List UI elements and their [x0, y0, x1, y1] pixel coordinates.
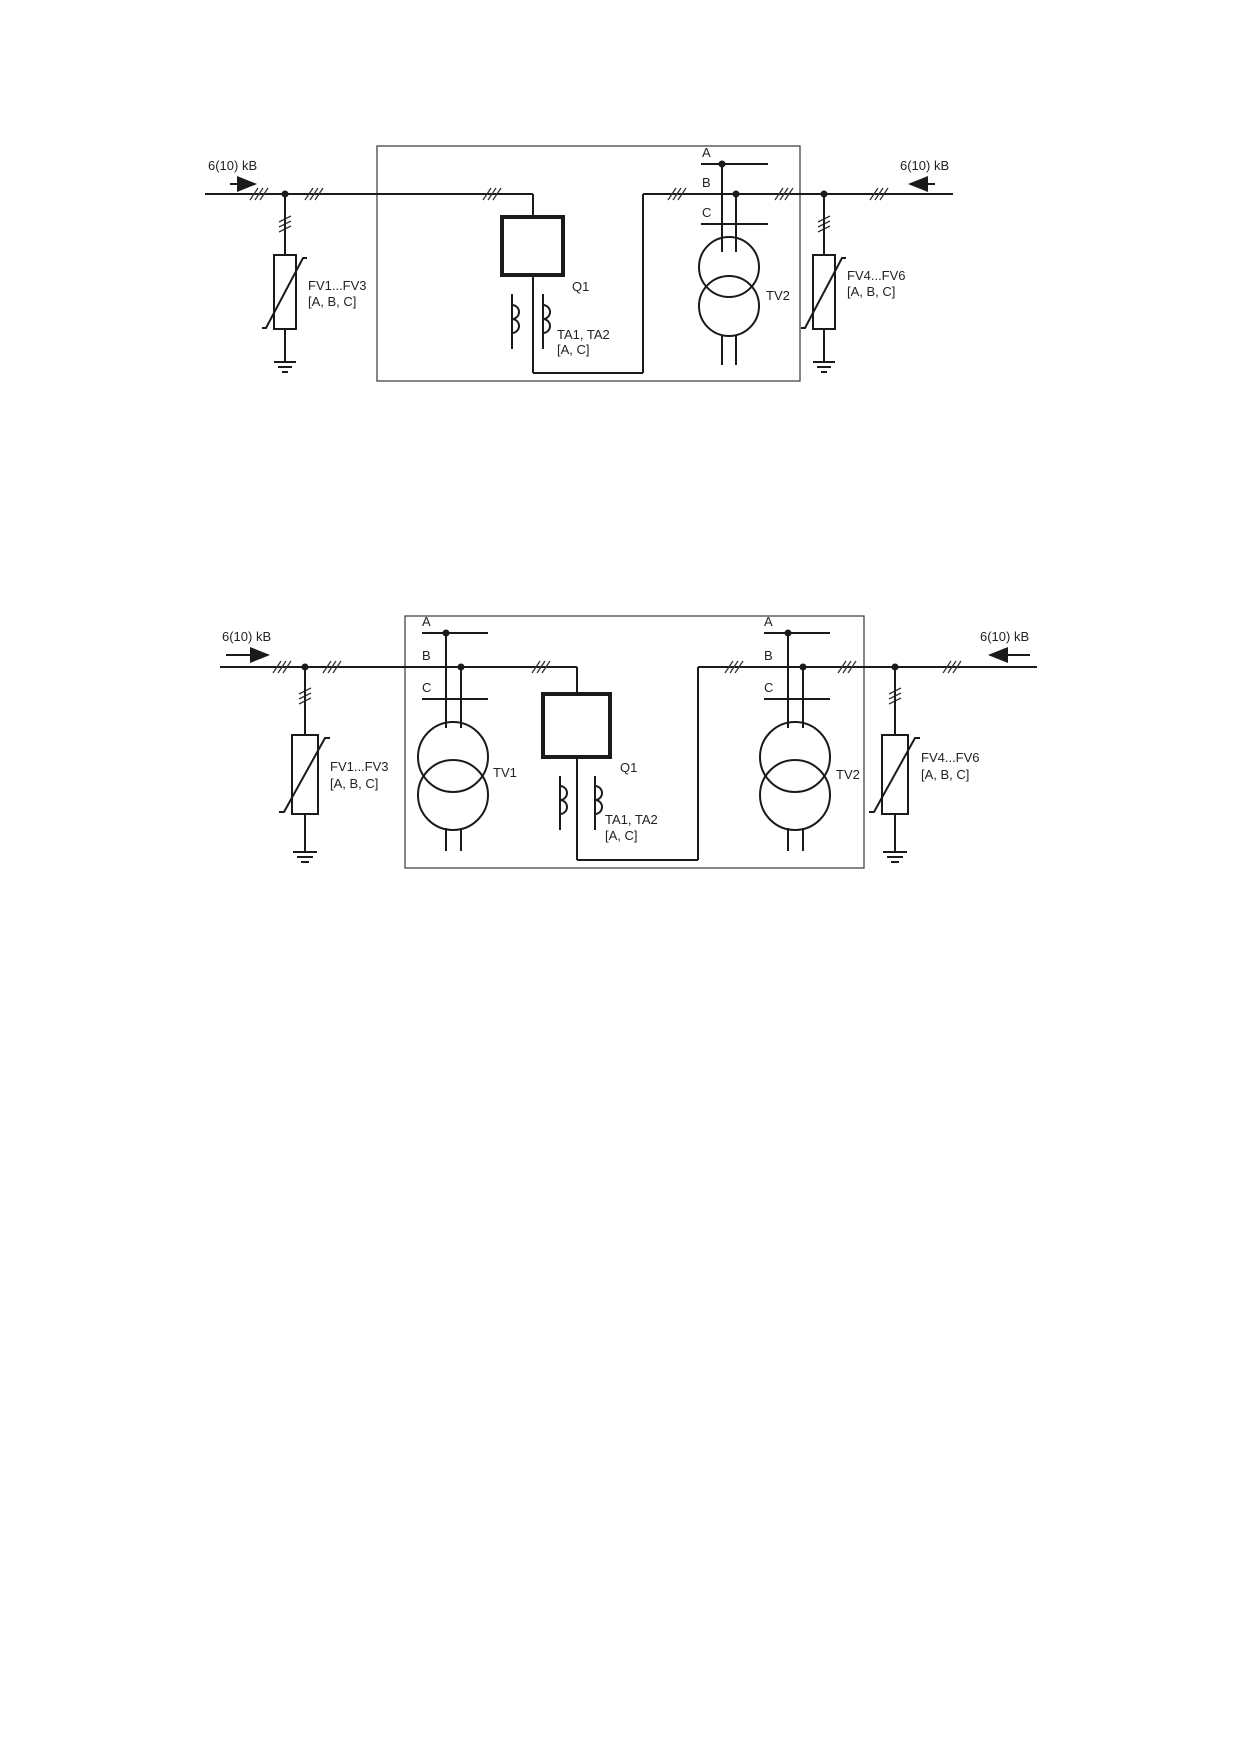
ground-icon	[293, 851, 317, 863]
phase-a-label: A	[702, 145, 711, 160]
vt-winding-secondary	[698, 275, 760, 337]
current-transformer-1	[559, 776, 568, 830]
diagram-2: 6(10) kB 6(10) kB FV1...FV3 [A, B, C] A …	[220, 614, 1037, 869]
phase-c-label: C	[764, 680, 773, 695]
cell-enclosure	[376, 145, 801, 382]
vt1-winding-secondary	[417, 759, 489, 831]
arrester-right-varistor-line	[869, 737, 920, 813]
arrester-right-phases: [A, B, C]	[921, 767, 969, 782]
breaker-label: Q1	[572, 279, 589, 294]
voltage-left-label: 6(10) kB	[222, 629, 271, 644]
arrester-left-label: FV1...FV3	[308, 278, 367, 293]
ground-icon	[813, 361, 835, 373]
phase-c-label: C	[702, 205, 711, 220]
voltage-right-label: 6(10) kB	[900, 158, 949, 173]
current-transformer-2	[594, 776, 603, 830]
ground-icon	[274, 361, 296, 373]
arrester-right-phases: [A, B, C]	[847, 284, 895, 299]
phase-b-label: B	[422, 648, 431, 663]
breaker-q1	[500, 215, 565, 277]
arrester-left-phases: [A, B, C]	[308, 294, 356, 309]
phase-a-label: A	[764, 614, 773, 629]
arrester-left-label: FV1...FV3	[330, 759, 389, 774]
phase-a-label: A	[422, 614, 431, 629]
arrester-left-varistor-line	[279, 737, 330, 813]
arrester-right-varistor-line	[801, 257, 846, 329]
vt2-winding-secondary	[759, 759, 831, 831]
diagram-1: 6(10) kB 6(10) kB FV1...FV3 [A, B, C] Q1	[205, 145, 953, 382]
vt-label: TV2	[766, 288, 790, 303]
voltage-right-label: 6(10) kB	[980, 629, 1029, 644]
breaker-q1	[541, 692, 612, 759]
phase-c-label: C	[422, 680, 431, 695]
current-transformer-1	[511, 294, 520, 349]
vt1-label: TV1	[493, 765, 517, 780]
vt2-label: TV2	[836, 767, 860, 782]
arrester-right-label: FV4...FV6	[921, 750, 980, 765]
vt-winding-primary	[698, 236, 760, 298]
three-phase-marks	[272, 660, 962, 705]
ct-label: TA1, TA2	[557, 327, 610, 342]
voltage-left-label: 6(10) kB	[208, 158, 257, 173]
arrester-left-phases: [A, B, C]	[330, 776, 378, 791]
vt1-winding-primary	[417, 721, 489, 793]
ct-phases: [A, C]	[557, 342, 590, 357]
vt2-winding-primary	[759, 721, 831, 793]
ct-label: TA1, TA2	[605, 812, 658, 827]
cell-enclosure	[404, 615, 865, 869]
arrester-right-label: FV4...FV6	[847, 268, 906, 283]
phase-b-label: B	[702, 175, 711, 190]
ground-icon	[883, 851, 907, 863]
breaker-label: Q1	[620, 760, 637, 775]
current-transformer-2	[542, 294, 551, 349]
arrester-left-varistor-line	[262, 257, 307, 329]
phase-b-label: B	[764, 648, 773, 663]
ct-phases: [A, C]	[605, 828, 638, 843]
